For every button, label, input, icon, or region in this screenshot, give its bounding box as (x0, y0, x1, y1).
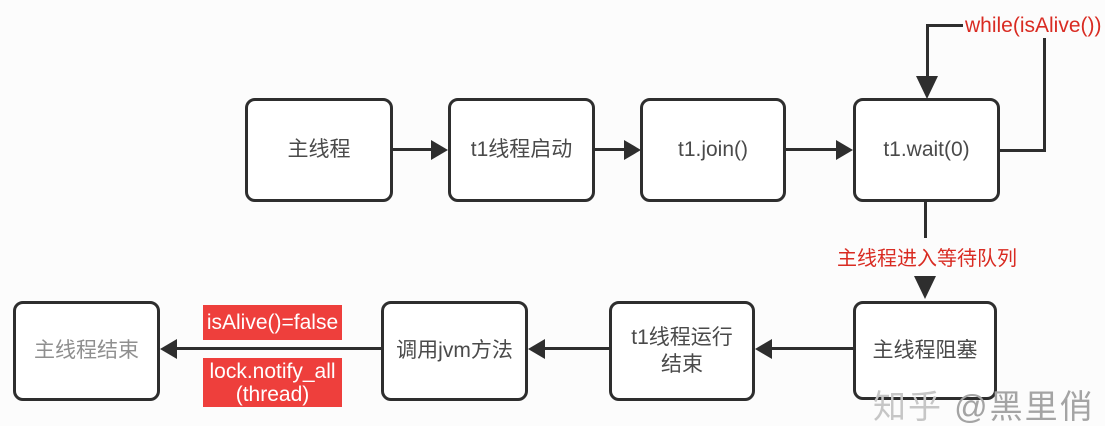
while-isalive-label: while(isAlive()) (963, 14, 1104, 38)
node-main-thread-end: 主线程结束 (13, 301, 160, 401)
isalive-false-badge: isAlive()=false (203, 305, 342, 340)
node-call-jvm-method: 调用jvm方法 (381, 301, 528, 401)
node-t1-wait: t1.wait(0) (853, 98, 1000, 202)
enter-wait-queue-label: 主线程进入等待队列 (837, 242, 1017, 271)
arrow-blocked-to-t1end-line (771, 347, 853, 350)
arrow-main-to-t1start-head-icon (431, 140, 448, 160)
while-loop-right-segment (1043, 36, 1046, 152)
lock-notify-all-label-line1: lock.notify_all (209, 359, 336, 383)
node-t1-thread-start-label: t1线程启动 (470, 138, 573, 162)
arrow-jvm-to-mainend-head-icon (160, 339, 177, 359)
node-t1-wait-label: t1.wait(0) (883, 138, 970, 162)
node-t1-join: t1.join() (640, 98, 786, 202)
node-main-thread: 主线程 (245, 98, 393, 202)
while-loop-arrowhead-icon (916, 76, 938, 99)
arrow-jvm-to-mainend-line (176, 347, 381, 350)
while-loop-left-segment (926, 24, 929, 77)
arrow-join-to-wait-head-icon (836, 140, 853, 160)
lock-notify-all-badge: lock.notify_all (thread) (203, 358, 342, 407)
arrow-t1start-to-join-line (595, 148, 625, 151)
lock-notify-all-label-line2: (thread) (235, 382, 310, 406)
node-t1-thread-start: t1线程启动 (448, 98, 595, 202)
node-t1-run-end: t1线程运行结束 (609, 301, 755, 401)
node-t1-run-end-label: t1线程运行结束 (631, 325, 733, 376)
zhihu-watermark-site: 知乎 (873, 388, 943, 425)
zhihu-watermark-handle: @黑里俏 (954, 388, 1095, 425)
arrow-t1end-to-jvm-line (544, 347, 609, 350)
while-loop-bottom-segment (1000, 149, 1046, 152)
arrow-main-to-t1start-line (393, 148, 432, 151)
zhihu-watermark: 知乎 @黑里俏 (873, 380, 1095, 426)
arrow-t1start-to-join-head-icon (624, 140, 641, 160)
arrow-join-to-wait-line (786, 148, 836, 151)
node-call-jvm-method-label: 调用jvm方法 (396, 339, 513, 363)
arrow-t1end-to-jvm-head-icon (528, 339, 545, 359)
node-t1-join-label: t1.join() (677, 138, 749, 162)
isalive-false-label: isAlive()=false (206, 311, 339, 334)
arrow-blocked-to-t1end-head-icon (755, 339, 772, 359)
node-main-thread-blocked-label: 主线程阻塞 (872, 338, 978, 362)
node-main-thread-label: 主线程 (287, 138, 351, 162)
node-main-thread-blocked: 主线程阻塞 (853, 301, 997, 400)
arrow-wait-to-blocked-head-icon (914, 276, 936, 299)
node-main-thread-end-label: 主线程结束 (34, 339, 139, 363)
arrow-wait-to-blocked-line (924, 202, 927, 238)
